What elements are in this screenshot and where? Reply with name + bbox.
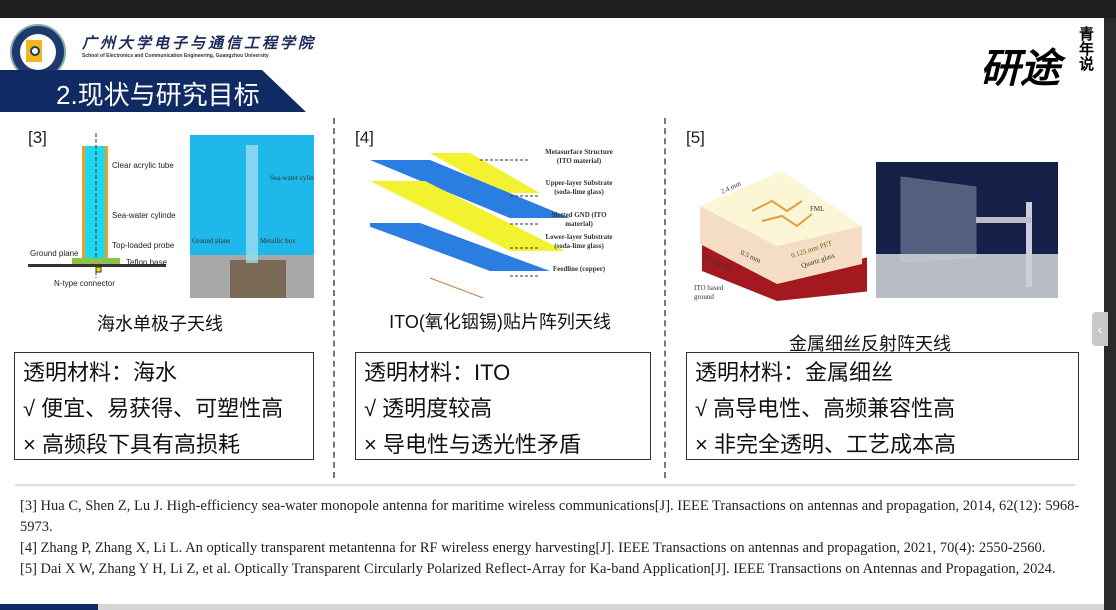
material-con: × 非完全透明、工艺成本高 — [695, 432, 956, 457]
fml-unit-cell-diagram: 2.4 mm FML 0.125 mm PET Quartz glass 0.5… — [694, 171, 867, 301]
material-title: 透明材料：金属细丝 — [695, 360, 894, 385]
layer-label: Upper-layer Substrate (soda-lime glass) — [545, 179, 613, 196]
layer-label: Slotted GND (ITO material) — [551, 211, 607, 228]
school-name-cn: 广州大学电子与通信工程学院 — [82, 34, 317, 52]
panel-divider — [664, 118, 666, 478]
calligraphy-sub: 青年说 — [1077, 26, 1095, 71]
panel-divider — [333, 118, 335, 478]
side-panel-toggle-button[interactable]: ‹ — [1092, 312, 1108, 346]
svg-text:Clear acrylic tube: Clear acrylic tube — [112, 161, 174, 170]
material-title: 透明材料：ITO — [364, 360, 511, 385]
reference-item: [3] Hua C, Shen Z, Lu J. High-efficiency… — [20, 498, 1080, 535]
layer-label: Metasurface Structure (ITO material) — [545, 148, 613, 165]
seawater-antenna-photo: Sea-water cylinder Ground plane Metallic… — [190, 135, 314, 298]
material-pro: √ 便宜、易获得、可塑性高 — [23, 396, 284, 421]
reflectarray-chamber-photo — [876, 162, 1058, 298]
material-summary-box: 透明材料：ITO √ 透明度较高 × 导电性与透光性矛盾 — [355, 352, 651, 460]
panel-ref: [4] — [355, 128, 374, 147]
slide: 广州大学电子与通信工程学院 School of Electronics and … — [0, 18, 1104, 606]
window-top-bar — [0, 0, 1116, 18]
viewer-right-edge — [1104, 18, 1116, 610]
panel-ref: [5] — [686, 128, 705, 147]
layer-label: Lower-layer Substrate (soda-lime glass) — [545, 233, 613, 250]
svg-text:Sea-water cylinder: Sea-water cylinder — [112, 211, 176, 220]
material-pro: √ 高导电性、高频兼容性高 — [695, 396, 956, 421]
reference-item: [4] Zhang P, Zhang X, Li L. An optically… — [20, 540, 1046, 556]
material-con: × 高频段下具有高损耗 — [23, 432, 240, 457]
section-banner — [0, 70, 306, 112]
material-summary-box: 透明材料：金属细丝 √ 高导电性、高频兼容性高 × 非完全透明、工艺成本高 — [686, 352, 1079, 460]
panel-caption: 海水单极子天线 — [97, 314, 223, 334]
slide-progress-fill — [0, 604, 98, 610]
svg-text:Ground plane: Ground plane — [30, 249, 79, 258]
panel-caption: ITO(氧化铟锡)贴片阵列天线 — [389, 312, 611, 332]
slide-progress-bar — [0, 604, 1104, 610]
svg-text:N-type connector: N-type connector — [54, 279, 115, 288]
section-title: 2.现状与研究目标 — [56, 80, 260, 110]
svg-text:Metallic box: Metallic box — [260, 237, 296, 245]
seawater-antenna-diagram: Clear acrylic tube Sea-water cylinder To… — [28, 133, 176, 288]
svg-text:Sea-water cylinder: Sea-water cylinder — [270, 174, 314, 182]
ito-antenna-layer-diagram: Metasurface Structure (ITO material) Upp… — [370, 148, 613, 298]
layer-label: Feedline (copper) — [552, 265, 606, 273]
svg-text:FML: FML — [810, 205, 824, 213]
panel-ref: [3] — [28, 128, 47, 147]
material-title: 透明材料：海水 — [23, 360, 178, 385]
svg-text:Ground plane: Ground plane — [192, 237, 230, 245]
material-con: × 导电性与透光性矛盾 — [364, 432, 581, 457]
svg-text:Top-loaded probe: Top-loaded probe — [112, 241, 175, 250]
references-list: [3] Hua C, Shen Z, Lu J. High-efficiency… — [20, 496, 1090, 580]
material-summary-box: 透明材料：海水 √ 便宜、易获得、可塑性高 × 高频段下具有高损耗 — [14, 352, 314, 460]
panel-caption: 金属细丝反射阵天线 — [789, 334, 951, 354]
material-pro: √ 透明度较高 — [364, 396, 493, 421]
svg-text:Teflon base: Teflon base — [126, 258, 167, 267]
calligraphy-logo: 研途 — [980, 45, 1060, 92]
reference-item: [5] Dai X W, Zhang Y H, Li Z, et al. Opt… — [20, 561, 1056, 577]
references-divider — [15, 484, 1075, 486]
school-name-en: School of Electronics and Communication … — [82, 53, 269, 59]
